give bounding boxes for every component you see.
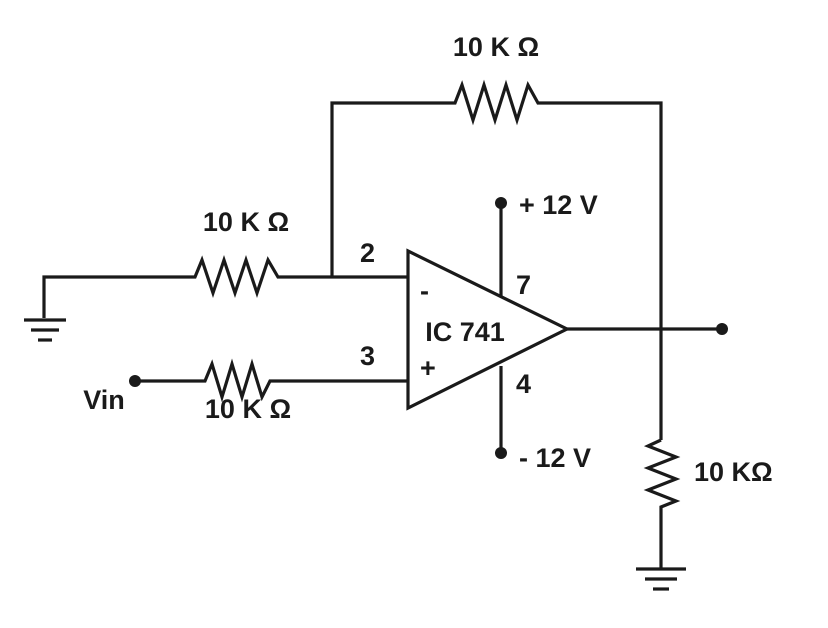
ground-symbol-right xyxy=(636,567,686,591)
input-resistor-label: 10 K Ω xyxy=(203,207,289,237)
ground-symbol-left xyxy=(24,318,66,342)
inverting-input-wire xyxy=(42,254,408,318)
vneg-label: - 12 V xyxy=(519,443,591,473)
plus-sign: + xyxy=(420,353,436,383)
load-resistor-label: 10 KΩ xyxy=(694,457,773,487)
minus-sign: - xyxy=(420,276,429,306)
noninv-resistor-label: 10 K Ω xyxy=(205,394,291,424)
pin-3-label: 3 xyxy=(360,341,375,371)
feedback-wire xyxy=(330,79,663,440)
output-terminal xyxy=(716,323,728,335)
opamp-label: IC 741 xyxy=(425,317,505,347)
pin-2-label: 2 xyxy=(360,238,375,268)
vin-label: Vin xyxy=(83,385,125,415)
load-resistor xyxy=(643,438,681,568)
pin-7-label: 7 xyxy=(516,270,531,300)
vpos-label: + 12 V xyxy=(519,190,598,220)
pin-4-label: 4 xyxy=(516,369,531,399)
opamp-triangle xyxy=(406,248,571,411)
feedback-resistor-label: 10 K Ω xyxy=(453,32,539,62)
noninverting-input-wire xyxy=(135,358,408,403)
